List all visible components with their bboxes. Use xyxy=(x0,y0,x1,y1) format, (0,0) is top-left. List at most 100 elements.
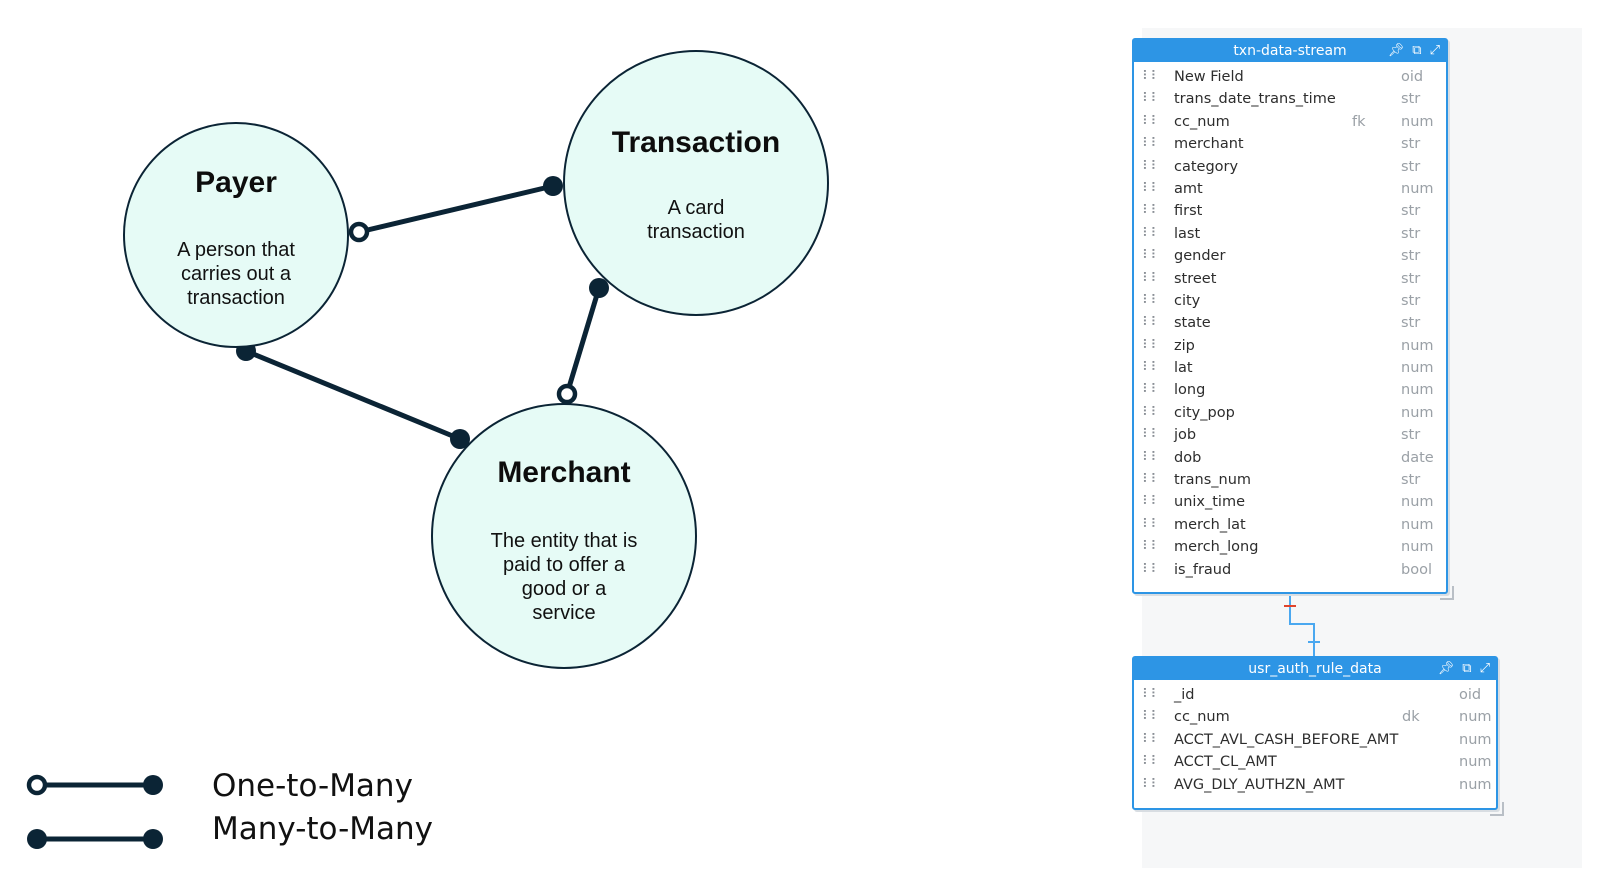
drag-handle-icon[interactable]: ⠇⠇ xyxy=(1142,449,1160,465)
entity-description-line: paid to offer a xyxy=(503,554,626,576)
drag-handle-icon[interactable]: ⠇⠇ xyxy=(1142,754,1160,770)
one-end-marker xyxy=(556,383,578,405)
field-row[interactable]: ⠇⠇ ACCT_AVL_CASH_BEFORE_AMT num xyxy=(1134,729,1496,751)
drag-handle-icon[interactable]: ⠇⠇ xyxy=(1142,561,1160,577)
field-name: city xyxy=(1174,292,1201,309)
pin-icon[interactable]: 📌︎ xyxy=(1387,43,1405,58)
table-header[interactable]: usr_auth_rule_data 📌︎ ⧉ ⤢ xyxy=(1134,658,1496,680)
entity-title: Payer xyxy=(195,166,277,199)
drag-handle-icon[interactable]: ⠇⠇ xyxy=(1142,225,1160,241)
drag-handle-icon[interactable]: ⠇⠇ xyxy=(1142,360,1160,376)
drag-handle-icon[interactable]: ⠇⠇ xyxy=(1142,158,1160,174)
drag-handle-icon[interactable]: ⠇⠇ xyxy=(1142,494,1160,510)
entity-merchant[interactable]: Merchant The entity that is paid to offe… xyxy=(431,403,697,669)
drag-handle-icon[interactable]: ⠇⠇ xyxy=(1142,292,1160,308)
drag-handle-icon[interactable]: ⠇⠇ xyxy=(1142,315,1160,331)
field-type: str xyxy=(1401,225,1421,242)
relationship-payer-transaction xyxy=(348,176,563,243)
field-name: is_fraud xyxy=(1174,561,1232,578)
entity-description-line: The entity that is xyxy=(491,530,638,552)
link-line xyxy=(1289,592,1315,656)
drag-handle-icon[interactable]: ⠇⠇ xyxy=(1142,731,1160,747)
edit-icon[interactable]: ⧉ xyxy=(1412,43,1422,58)
expand-icon[interactable]: ⤢ xyxy=(1429,43,1440,58)
resize-handle[interactable] xyxy=(1440,586,1454,600)
drag-handle-icon[interactable]: ⠇⠇ xyxy=(1142,180,1160,196)
drag-handle-icon[interactable]: ⠇⠇ xyxy=(1142,472,1160,488)
drag-handle-icon[interactable]: ⠇⠇ xyxy=(1142,382,1160,398)
table-header-actions: 📌︎ ⧉ ⤢ xyxy=(1438,658,1490,680)
drag-handle-icon[interactable]: ⠇⠇ xyxy=(1142,136,1160,152)
resize-handle[interactable] xyxy=(1490,802,1504,816)
drag-handle-icon[interactable]: ⠇⠇ xyxy=(1142,516,1160,532)
entity-transaction[interactable]: Transaction A card transaction xyxy=(563,50,829,316)
field-name: unix_time xyxy=(1174,494,1245,511)
drag-handle-icon[interactable]: ⠇⠇ xyxy=(1142,270,1160,286)
field-name: ACCT_AVL_CASH_BEFORE_AMT xyxy=(1174,731,1399,748)
field-type: num xyxy=(1459,731,1492,748)
field-type: num xyxy=(1401,404,1434,421)
drag-handle-icon[interactable]: ⠇⠇ xyxy=(1142,203,1160,219)
entity-payer[interactable]: Payer A person that carries out a transa… xyxy=(123,122,349,348)
field-name: zip xyxy=(1174,337,1195,354)
drag-handle-icon[interactable]: ⠇⠇ xyxy=(1142,248,1160,264)
drag-handle-icon[interactable]: ⠇⠇ xyxy=(1142,539,1160,555)
field-name: ACCT_CL_AMT xyxy=(1174,754,1277,771)
field-type: num xyxy=(1401,360,1434,377)
entity-description-line: service xyxy=(532,602,595,624)
drag-handle-icon[interactable]: ⠇⠇ xyxy=(1142,337,1160,353)
relationship-line xyxy=(564,287,602,395)
drag-handle-icon[interactable]: ⠇⠇ xyxy=(1142,776,1160,792)
legend-many-to-many: Many-to-Many xyxy=(27,811,433,849)
entity-circle xyxy=(563,50,829,316)
table-header[interactable]: txn-data-stream 📌︎ ⧉ ⤢ xyxy=(1134,40,1446,62)
field-type: str xyxy=(1401,203,1421,220)
field-name: job xyxy=(1174,427,1197,444)
field-name: cc_num xyxy=(1174,709,1230,726)
pin-icon[interactable]: 📌︎ xyxy=(1437,661,1455,676)
expand-icon[interactable]: ⤢ xyxy=(1479,661,1490,676)
drag-handle-icon[interactable]: ⠇⠇ xyxy=(1142,709,1160,725)
drag-handle-icon[interactable]: ⠇⠇ xyxy=(1142,113,1160,129)
field-type: date xyxy=(1401,449,1434,466)
drag-handle-icon[interactable]: ⠇⠇ xyxy=(1142,69,1160,84)
drag-handle-icon[interactable]: ⠇⠇ xyxy=(1142,427,1160,443)
field-type: str xyxy=(1401,315,1421,332)
field-row[interactable]: ⠇⠇ city str xyxy=(1134,290,1446,312)
drag-handle-icon[interactable]: ⠇⠇ xyxy=(1142,687,1160,702)
edit-icon[interactable]: ⧉ xyxy=(1462,661,1472,676)
drag-handle-icon[interactable]: ⠇⠇ xyxy=(1142,404,1160,420)
drag-handle-icon[interactable]: ⠇⠇ xyxy=(1142,91,1160,107)
field-type: str xyxy=(1401,292,1421,309)
entity-description-line: carries out a xyxy=(181,263,292,285)
field-name: trans_date_trans_time xyxy=(1174,91,1336,108)
